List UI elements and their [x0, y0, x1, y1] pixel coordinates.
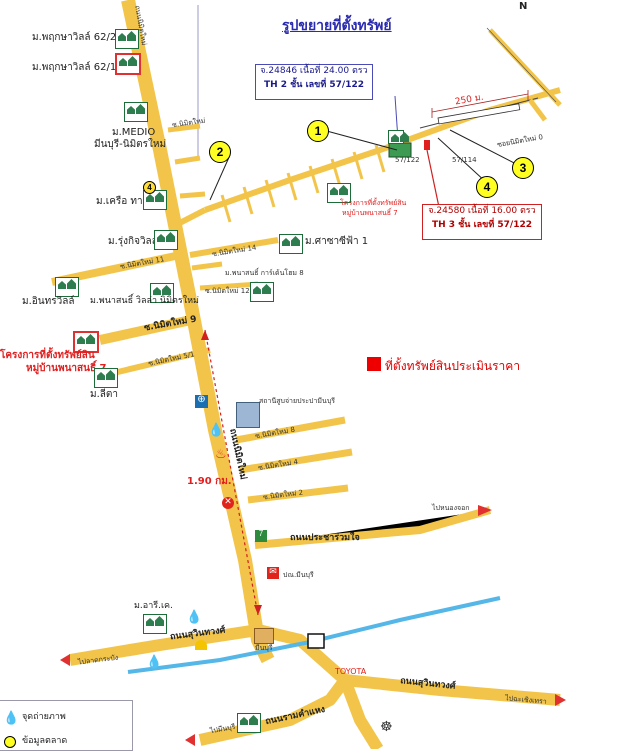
- hospital-icon: ⊕: [195, 395, 208, 408]
- compass-north: N: [519, 1, 528, 12]
- place-rungkitvilla: ม.รุ่งกิจวิลล์: [108, 236, 158, 247]
- house-icon: [115, 53, 141, 75]
- house-icon: [115, 29, 139, 49]
- legend-market: ข้อมูลตลาด: [22, 736, 68, 746]
- callout-plot-north-line1: จ.24846 เนื้อที่ 24.00 ตรว: [260, 66, 368, 76]
- legend-photo-point: จุดถ่ายภาพ: [22, 712, 66, 722]
- road-soi-2: [247, 484, 349, 504]
- road-ramkhamhaeng: [198, 674, 384, 749]
- label-plot-code-2: 57/122: [395, 156, 420, 164]
- callout-plot-south-line2: TH 3 ชั้น เลขที่ 57/122: [431, 219, 532, 230]
- place-project-label-1: โครงการที่ตั้งทรัพย์สิน: [0, 350, 95, 361]
- property-plot-south: [424, 140, 430, 150]
- house-icon: [55, 277, 79, 297]
- place-project-label-2: หมู่บ้านพนาสนธิ์ 7: [26, 363, 107, 374]
- road-suwinthawong: [69, 624, 561, 706]
- house-icon: [150, 283, 174, 303]
- fuel-icon: ♨: [215, 446, 227, 461]
- post-office-icon: ✉: [267, 567, 279, 579]
- place-pattanasin-villa: ม.พนาสนธิ์ วิลล่า นิมิตรใหม่: [90, 296, 199, 306]
- place-project-small-1: โครงการที่ตั้งทรัพย์สิน: [340, 199, 407, 207]
- place-project-small-2: หมู่บ้านพนาสนธิ์ 7: [342, 209, 398, 217]
- road-soi-14: [189, 237, 279, 258]
- callout-plot-south: จ.24580 เนื้อที่ 16.00 ตรว TH 3 ชั้น เลข…: [422, 204, 542, 240]
- map-marker-small: 4: [143, 181, 156, 194]
- gas-station-icon: 💧: [146, 654, 163, 669]
- shell-station-icon: [195, 640, 207, 650]
- callout-plot-north-line2: TH 2 ชั้น เลขที่ 57/122: [263, 79, 364, 90]
- page-title[interactable]: รูปขยายที่ตั้งทรัพย์: [282, 18, 392, 34]
- market-info-icon: [4, 736, 16, 748]
- place-lita: ม.ลีตา: [90, 389, 119, 400]
- road-to-property: [204, 87, 561, 213]
- house-icon: [279, 234, 303, 254]
- distance-1-90km: 1.90 กม.: [187, 476, 232, 487]
- place-kreetown: ม.เครือ ทาวน์: [96, 196, 156, 207]
- house-icon: [237, 713, 261, 733]
- place-pattanasin-garden: ม.พนาสนธิ์ การ์เด้นโฮม 8: [225, 269, 304, 277]
- marker-3[interactable]: 3: [512, 157, 534, 179]
- place-pruksa-62-1: ม.พฤกษาวิลล์ 62/1: [32, 62, 117, 73]
- road-soi-5-1: [104, 347, 211, 378]
- callout-plot-south-line1: จ.24580 เนื้อที่ 16.00 ตรว: [428, 206, 536, 216]
- property-location-legend: ที่ตั้งทรัพย์สินประเมินราคา: [385, 359, 521, 373]
- property-location-swatch: [367, 357, 381, 371]
- road-prachawatjai: [254, 506, 492, 549]
- house-icon: [73, 331, 99, 353]
- gas-station-icon: 💧: [208, 422, 225, 437]
- place-medio-2: มีนบุรี-นิมิตรใหม่: [94, 139, 167, 150]
- road-soi-8: [235, 416, 346, 444]
- place-health-center: สถานีสูบจ่ายประปามีนบุรี: [259, 397, 336, 405]
- place-medio: ม.MEDIO: [112, 127, 156, 138]
- marker-2[interactable]: 2: [209, 141, 231, 163]
- label-plot-code-1: 57/114: [452, 156, 477, 164]
- building-icon: [236, 402, 260, 428]
- place-sarasiri: ม.ศาซาซีฟ้า 1: [305, 236, 369, 247]
- label-prachawatjai: ถนนประชาร่วมใจ: [290, 533, 360, 543]
- map-legend: 💧 จุดถ่ายภาพ ข้อมูลตลาด: [0, 700, 133, 751]
- label-to-nong-chok: ไปหนองจอก: [432, 504, 470, 512]
- road-ticks: [220, 144, 386, 223]
- photo-point-icon: 💧: [3, 710, 20, 725]
- road-soi-12: [199, 281, 259, 291]
- place-toyota: TOYOTA: [335, 667, 367, 676]
- house-icon: [94, 368, 118, 388]
- house-icon: [154, 230, 178, 250]
- place-village-ar: ม.อารี.เค.: [134, 601, 173, 611]
- store-icon: 7: [255, 530, 267, 542]
- place-post-office: ปณ.มีนบุรี: [283, 571, 314, 579]
- market-icon: [254, 628, 274, 644]
- place-minburi-market: มีนบุรี: [255, 644, 273, 652]
- house-icon: [327, 183, 351, 203]
- road-soi-9: [98, 313, 202, 345]
- compass-rose-icon: ☸: [380, 718, 393, 734]
- house-icon: [143, 614, 167, 634]
- house-icon: [388, 130, 404, 144]
- place-pruksa-62-2: ม.พฤกษาวิลล์ 62/2: [32, 32, 117, 43]
- distance-line: [204, 329, 259, 616]
- no-entry-icon: ✕: [222, 497, 234, 509]
- gas-station-icon: 💧: [186, 609, 203, 624]
- callout-plot-north: จ.24846 เนื้อที่ 24.00 ตรว TH 2 ชั้น เลข…: [255, 64, 373, 100]
- marker-1[interactable]: 1: [307, 120, 329, 142]
- house-icon: [124, 102, 148, 122]
- label-soi-12: ซ.นิมิตใหม่ 12: [205, 287, 250, 295]
- road-soi-4: [239, 448, 353, 474]
- house-icon: [250, 282, 274, 302]
- place-intaravilla: ม.อินทรวิลล์: [22, 296, 75, 307]
- property-plot-north: [388, 142, 412, 158]
- marker-4[interactable]: 4: [476, 176, 498, 198]
